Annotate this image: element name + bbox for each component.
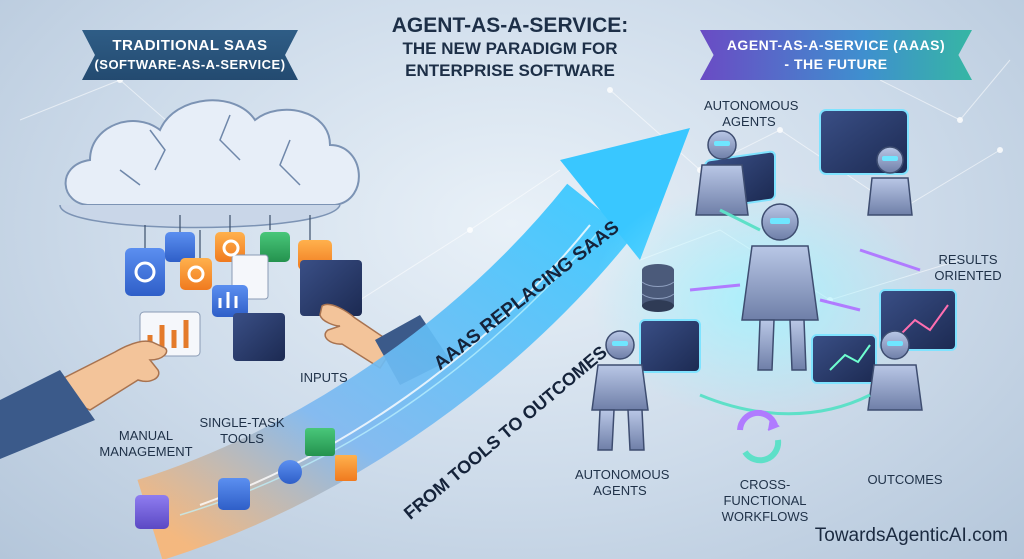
label-autonomous-top-line2: AGENTS [722, 114, 776, 129]
traditional-saas-banner: TRADITIONAL SAAS (SOFTWARE-AS-A-SERVICE) [82, 30, 298, 80]
title-line3: ENTERPRISE SOFTWARE [405, 61, 615, 80]
cycle-icon [737, 409, 782, 464]
label-cross-line1: CROSS-FUNCTIONAL [723, 477, 807, 508]
cracked-cloud-icon [59, 99, 360, 229]
app-tiles [125, 232, 362, 361]
label-outcomes: OUTCOMES [860, 472, 950, 488]
label-results-line2: ORIENTED [934, 268, 1002, 283]
label-autonomous-agents-top: AUTONOMOUS AGENTS [704, 98, 799, 130]
banner-right-line1: AGENT-AS-A-SERVICE (AaaS) [726, 37, 946, 53]
label-single-task-line1: SINGLE-TASK [199, 415, 285, 430]
label-outcomes-text: OUTCOMES [867, 472, 943, 487]
hand-left-icon [0, 340, 168, 459]
aaas-banner: AGENT-AS-A-SERVICE (AaaS) - THE FUTURE [700, 30, 972, 80]
label-results-oriented: RESULTS ORIENTED [928, 252, 1008, 284]
arrow-tiles [135, 428, 357, 529]
title-line1: AGENT-AS-A-SERVICE: [391, 14, 629, 37]
workflow-arrows [689, 208, 921, 416]
hologram-screens [639, 109, 957, 384]
label-manual-line1: MANUAL [118, 428, 174, 443]
page-title: AGENT-AS-A-SERVICE: THE NEW PARADIGM FOR… [340, 14, 680, 82]
banner-right-line2: - THE FUTURE [784, 56, 888, 72]
label-inputs-text: INPUTS [300, 370, 348, 385]
label-autonomous-bottom-line1: AUTONOMOUS [575, 467, 670, 482]
hanging-wires [144, 215, 311, 258]
label-cross-functional-workflows: CROSS-FUNCTIONAL WORKFLOWS [700, 477, 830, 525]
brand-watermark: TowardsAgenticAI.com [814, 525, 1008, 546]
label-autonomous-agents-bottom: AUTONOMOUS AGENTS [575, 467, 670, 499]
label-single-task-tools: SINGLE-TASK TOOLS [192, 415, 292, 447]
label-results-line1: RESULTS [938, 252, 998, 267]
label-manual-line2: MANAGEMENT [99, 444, 193, 459]
title-line2: THE NEW PARADIGM FOR [402, 39, 618, 58]
database-icon [641, 264, 675, 312]
label-manual-management: MANUAL MANAGEMENT [96, 428, 196, 460]
banner-left-line2: (SOFTWARE-AS-A-SERVICE) [94, 57, 286, 72]
label-autonomous-top-line1: AUTONOMOUS [704, 98, 799, 113]
banner-left-line1: TRADITIONAL SAAS [112, 37, 268, 54]
robot-eyes [612, 141, 903, 346]
label-inputs: INPUTS [300, 370, 348, 386]
label-cross-line2: WORKFLOWS [721, 509, 809, 524]
label-autonomous-bottom-line2: AGENTS [593, 483, 647, 498]
label-single-task-line2: TOOLS [220, 431, 264, 446]
